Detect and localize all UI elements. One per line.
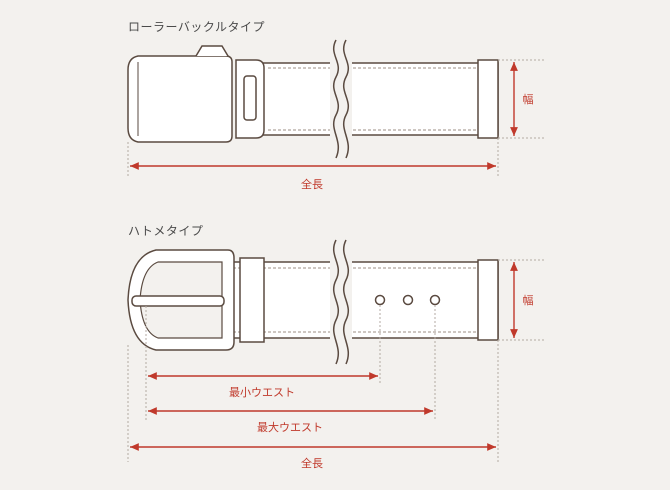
hatome-total-length-label: 全長: [301, 457, 323, 470]
roller-break-gap: [330, 40, 352, 160]
hatome-min-waist-label: 最小ウエスト: [229, 386, 295, 399]
hatome-keeper: [239, 257, 265, 343]
hatome-eyelet-2: [402, 294, 414, 306]
hatome-break-line-left: [333, 239, 339, 365]
hatome-section-title: ハトメタイプ: [128, 224, 204, 238]
hatome-guides: [127, 259, 545, 462]
roller-buckle-frame: [127, 55, 233, 143]
roller-keeper-slot: [243, 75, 257, 121]
hatome-break-gap: [330, 240, 352, 365]
roller-break-line-left: [333, 39, 339, 159]
roller-total-length-label: 全長: [301, 178, 323, 191]
roller-bar: [195, 45, 229, 57]
roller-guides: [127, 59, 545, 178]
hatome-break-line-right: [343, 239, 349, 365]
roller-belt: [127, 39, 499, 160]
roller-break-line-right: [343, 39, 349, 159]
hatome-width-label: 幅: [519, 292, 537, 308]
hatome-prong: [131, 295, 225, 307]
hatome-eyelet-1: [374, 294, 386, 306]
hatome-belt: [127, 239, 499, 365]
roller-belt-tip: [477, 59, 499, 139]
roller-strap: [257, 62, 499, 136]
roller-width-label: 幅: [519, 91, 537, 107]
hatome-belt-tip: [477, 259, 499, 341]
roller-section-title: ローラーバックルタイプ: [128, 20, 266, 34]
hatome-eyelet-3: [429, 294, 441, 306]
hatome-max-waist-label: 最大ウエスト: [257, 421, 323, 434]
